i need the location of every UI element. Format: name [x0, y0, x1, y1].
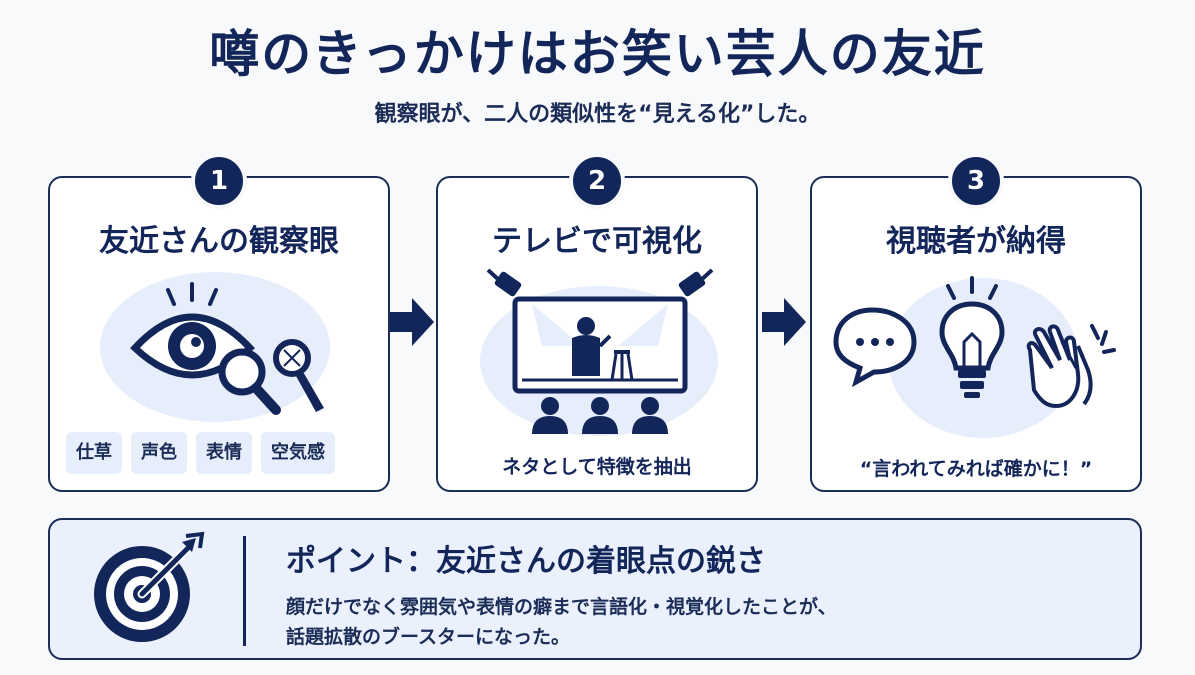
- tag-voice: 声色: [131, 432, 187, 474]
- step-number-2: 2: [569, 153, 625, 209]
- step-number-1: 1: [191, 153, 247, 209]
- step-title-2: テレビで可視化: [492, 224, 702, 259]
- page-title: 噂のきっかけはお笑い芸人の友近: [209, 25, 986, 83]
- arrow-right-icon: [390, 298, 434, 346]
- step-title-3: 視聴者が納得: [886, 224, 1066, 259]
- step-title-1: 友近さんの観察眼: [99, 224, 339, 259]
- point-body-line-1: 顔だけでなく雰囲気や表情の癖まで言語化・視覚化したことが、: [286, 596, 837, 618]
- step-card-3: 3 視聴者が納得 “言われてみれば確かに！”: [810, 153, 1142, 492]
- target-icon: [94, 531, 205, 642]
- speech-bubble-icon: [833, 307, 917, 388]
- page-subtitle: 観察眼が、二人の類似性を“見える化”した。: [374, 102, 821, 127]
- point-panel: ポイント：友近さんの着眼点の鋭さ 顔だけでなく雰囲気や表情の癖まで言語化・視覚化…: [48, 518, 1142, 660]
- step-card-1: 1 友近さんの観察眼 仕草 声色 表情 空気感: [48, 153, 390, 492]
- tag-atmosphere: 空気感: [261, 432, 335, 474]
- lightbulb-icon: [939, 276, 1005, 398]
- trait-tags: 仕草 声色 表情 空気感: [66, 432, 335, 474]
- step-caption-2: ネタとして特徴を抽出: [502, 456, 692, 478]
- eye-icon: [130, 282, 255, 379]
- step-number-3: 3: [948, 153, 1004, 209]
- spotlight-icon: [486, 268, 714, 297]
- point-divider: [243, 536, 246, 646]
- step-card-2: 2 テレビで可視化 ネタとして特徴を抽出: [436, 153, 758, 492]
- microphone-icon: [273, 339, 324, 412]
- point-body-line-2: 話題拡散のブースターになった。: [286, 626, 571, 648]
- tv-stage-icon: [512, 296, 688, 394]
- point-body: 顔だけでなく雰囲気や表情の癖まで言語化・視覚化したことが、 話題拡散のブースター…: [286, 592, 837, 652]
- point-heading: ポイント：友近さんの着眼点の鋭さ: [286, 544, 766, 579]
- step-caption-3: “言われてみれば確かに！”: [859, 458, 1093, 480]
- tag-gesture: 仕草: [66, 432, 122, 474]
- arrow-right-icon: [762, 298, 806, 346]
- clapping-hands-icon: [1026, 324, 1116, 409]
- tag-expression: 表情: [196, 432, 252, 474]
- magnifier-icon: [218, 348, 281, 415]
- audience-icon: [532, 397, 668, 434]
